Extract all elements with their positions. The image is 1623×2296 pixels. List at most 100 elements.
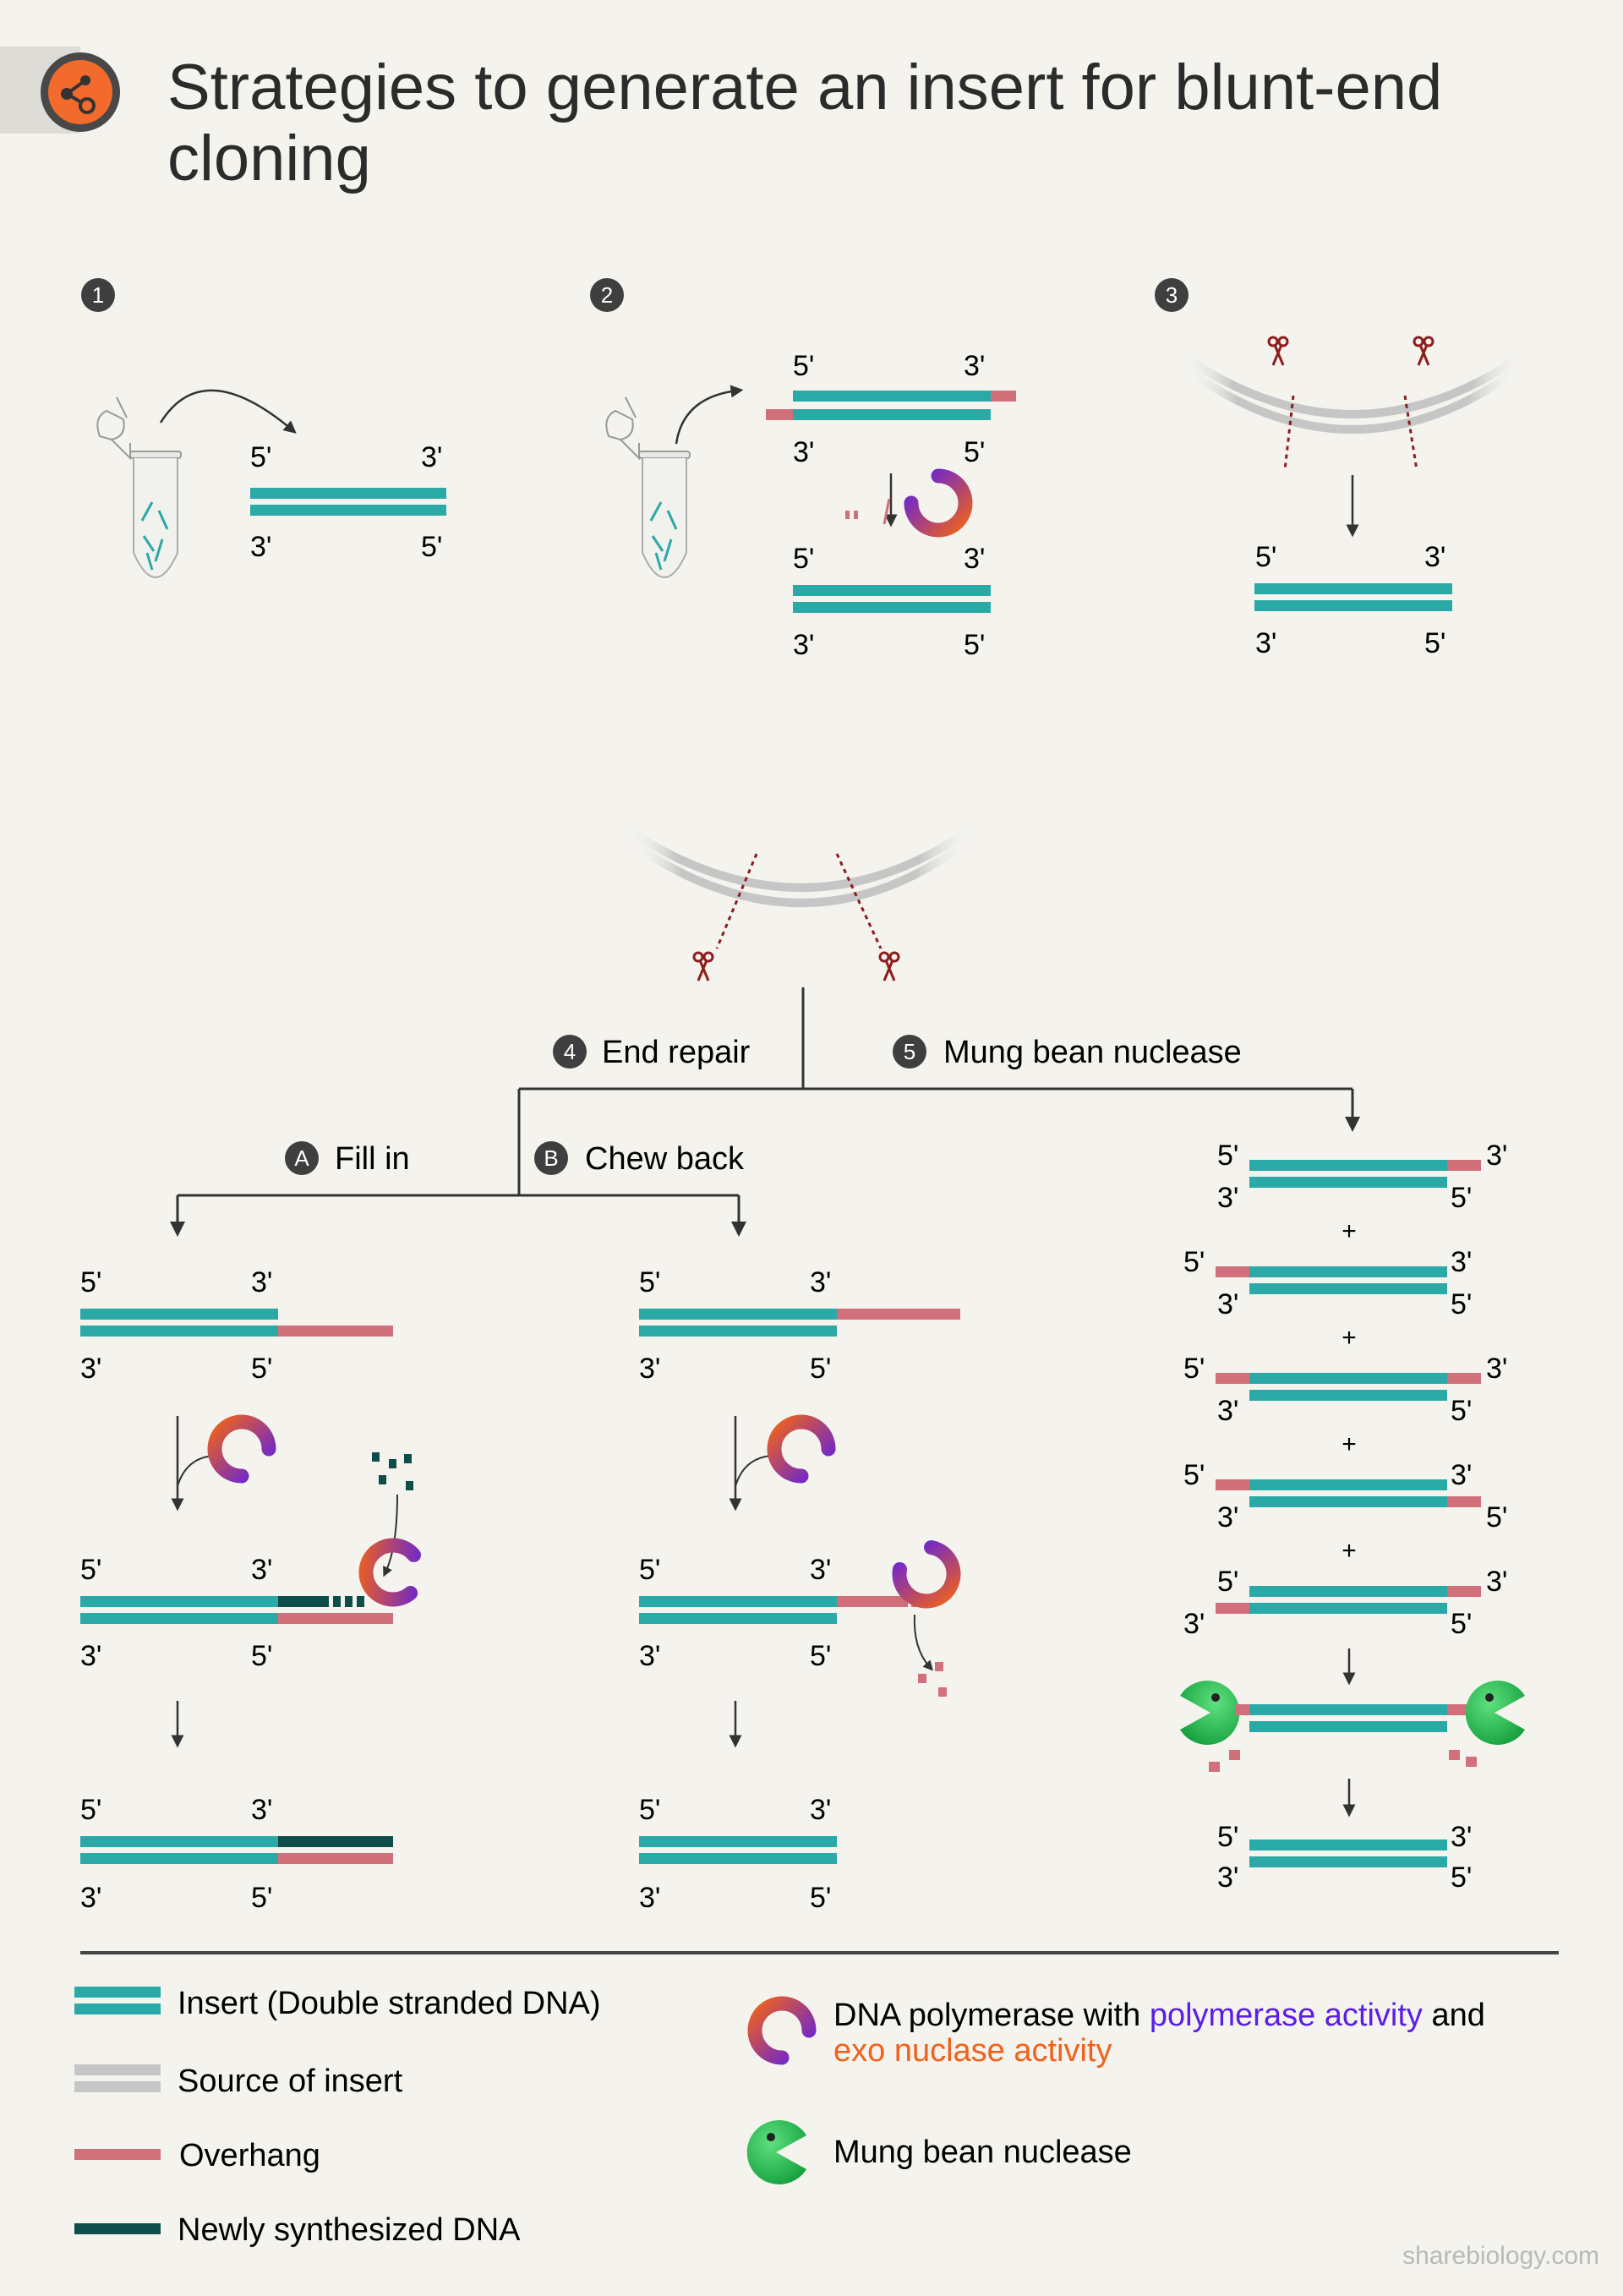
scissors-icon bbox=[878, 951, 900, 982]
dna-polymerase-icon bbox=[355, 1534, 431, 1610]
strategy-1: 1 5' 3' 3' 5' bbox=[81, 278, 446, 579]
svg-text:3': 3' bbox=[80, 1353, 101, 1385]
svg-text:3': 3' bbox=[964, 350, 985, 382]
legend-newly-synthesized-label: Newly synthesized DNA bbox=[178, 2212, 521, 2248]
svg-text:5': 5' bbox=[1451, 1182, 1472, 1214]
svg-text:5': 5' bbox=[251, 1640, 272, 1672]
svg-text:5': 5' bbox=[639, 1794, 660, 1826]
svg-text:5': 5' bbox=[1451, 1288, 1472, 1320]
svg-text:3': 3' bbox=[1217, 1395, 1238, 1427]
svg-text:5': 5' bbox=[1183, 1459, 1205, 1491]
svg-text:5': 5' bbox=[251, 1353, 272, 1385]
svg-text:5': 5' bbox=[421, 531, 442, 563]
svg-text:5': 5' bbox=[1217, 1821, 1238, 1853]
overhang bbox=[991, 391, 1016, 402]
svg-text:3': 3' bbox=[1486, 1353, 1507, 1385]
strategy-1-number: 1 bbox=[92, 282, 104, 308]
svg-text:5': 5' bbox=[964, 629, 985, 661]
svg-text:3': 3' bbox=[1255, 627, 1276, 659]
svg-text:3': 3' bbox=[639, 1353, 660, 1385]
svg-text:3': 3' bbox=[1424, 541, 1445, 573]
svg-text:5': 5' bbox=[793, 350, 814, 382]
svg-text:5': 5' bbox=[639, 1554, 660, 1586]
mung-bean-nuclease-label: Mung bean nuclease bbox=[943, 1035, 1242, 1070]
svg-text:3': 3' bbox=[251, 1554, 272, 1586]
svg-text:3': 3' bbox=[1217, 1288, 1238, 1320]
svg-text:+: + bbox=[1342, 1217, 1357, 1245]
central-source: 4 End repair 5 Mung bean nuclease A Fill… bbox=[170, 824, 1360, 1237]
svg-text:5': 5' bbox=[1424, 627, 1445, 659]
svg-text:3': 3' bbox=[793, 436, 814, 468]
svg-text:+: + bbox=[1342, 1537, 1357, 1565]
svg-text:5': 5' bbox=[1183, 1353, 1205, 1385]
svg-text:3': 3' bbox=[1486, 1566, 1507, 1598]
svg-text:5': 5' bbox=[1486, 1501, 1507, 1533]
svg-text:3': 3' bbox=[1486, 1140, 1507, 1172]
legend-overhang-label: Overhang bbox=[179, 2138, 320, 2173]
svg-text:3': 3' bbox=[639, 1882, 660, 1914]
fill-in-label: Fill in bbox=[335, 1141, 410, 1177]
svg-text:5': 5' bbox=[1183, 1246, 1205, 1278]
svg-text:5': 5' bbox=[1451, 1608, 1472, 1640]
svg-text:5': 5' bbox=[810, 1640, 831, 1672]
svg-text:5': 5' bbox=[251, 1882, 272, 1914]
strategy-5-number: 5 bbox=[904, 1039, 915, 1064]
svg-text:5': 5' bbox=[639, 1266, 660, 1298]
svg-text:+: + bbox=[1342, 1324, 1357, 1352]
strategy-3-number: 3 bbox=[1166, 282, 1178, 308]
footer-site-credit[interactable]: sharebiology.com bbox=[1402, 2242, 1599, 2270]
svg-text:5': 5' bbox=[80, 1266, 101, 1298]
svg-text:5': 5' bbox=[1255, 541, 1276, 573]
legend-polymerase-label: DNA polymerase with polymerase activity … bbox=[833, 1998, 1485, 2033]
svg-text:5': 5' bbox=[80, 1794, 101, 1826]
svg-text:5': 5' bbox=[1451, 1395, 1472, 1427]
overhang bbox=[766, 409, 793, 420]
sharebiology-logo-icon[interactable] bbox=[41, 52, 120, 132]
svg-text:3': 3' bbox=[251, 1266, 272, 1298]
chew-back-pathway: 5' 3' 3' 5' 5' 3' 3' 5' 5' 3' 3' 5' bbox=[639, 1266, 960, 1914]
svg-text:5': 5' bbox=[80, 1554, 101, 1586]
legend-mung-label: Mung bean nuclease bbox=[833, 2135, 1132, 2170]
legend-source-label: Source of insert bbox=[178, 2064, 403, 2099]
svg-text:3': 3' bbox=[421, 441, 442, 473]
svg-text:3': 3' bbox=[250, 531, 271, 563]
insert-strand bbox=[250, 488, 446, 499]
svg-text:3': 3' bbox=[1451, 1459, 1472, 1491]
svg-text:3': 3' bbox=[1183, 1608, 1205, 1640]
strategy-3: 3 5' 3' 3' 5' bbox=[1155, 278, 1526, 659]
legend-polymerase-icon bbox=[755, 2004, 809, 2058]
end-repair-label: End repair bbox=[602, 1035, 751, 1070]
source-plasmid bbox=[623, 824, 975, 892]
svg-text:3': 3' bbox=[1217, 1182, 1238, 1214]
svg-text:3': 3' bbox=[1451, 1246, 1472, 1278]
svg-text:5': 5' bbox=[793, 543, 814, 575]
legend-exonuclease-label: exo nuclase activity bbox=[833, 2033, 1112, 2069]
svg-text:3': 3' bbox=[251, 1794, 272, 1826]
svg-text:5': 5' bbox=[1217, 1566, 1238, 1598]
fill-in-pathway: 5' 3' 3' 5' 5' 3' 3' 5' 5' 3' bbox=[80, 1266, 431, 1914]
chew-back-label: Chew back bbox=[585, 1141, 745, 1177]
svg-text:5': 5' bbox=[810, 1353, 831, 1385]
svg-text:+: + bbox=[1342, 1430, 1357, 1458]
dna-polymerase-icon bbox=[774, 1422, 828, 1476]
svg-text:3': 3' bbox=[639, 1640, 660, 1672]
mung-bean-pathway: 5' 3' 3' 5' + 5' 3' 3' 5' + 5' 3' 3' 5' … bbox=[1180, 1140, 1525, 1894]
svg-text:3': 3' bbox=[810, 1266, 831, 1298]
svg-text:3': 3' bbox=[810, 1554, 831, 1586]
strategy-4-number: 4 bbox=[564, 1039, 576, 1064]
scissors-icon bbox=[1413, 336, 1434, 367]
mung-bean-nuclease-icon bbox=[1180, 1681, 1240, 1745]
svg-text:5': 5' bbox=[810, 1882, 831, 1914]
legend: Insert (Double stranded DNA) Source of i… bbox=[74, 1986, 1485, 2248]
scissors-icon bbox=[1267, 336, 1289, 367]
eppendorf-tube-icon bbox=[96, 396, 183, 579]
chew-back-letter: B bbox=[544, 1145, 558, 1171]
dna-polymerase-icon bbox=[215, 1422, 269, 1476]
scissors-icon bbox=[692, 951, 714, 982]
svg-text:3': 3' bbox=[1451, 1821, 1472, 1853]
insert-strand bbox=[250, 505, 446, 516]
source-plasmid bbox=[1179, 351, 1526, 418]
svg-text:3': 3' bbox=[793, 629, 814, 661]
svg-text:3': 3' bbox=[1217, 1861, 1238, 1894]
